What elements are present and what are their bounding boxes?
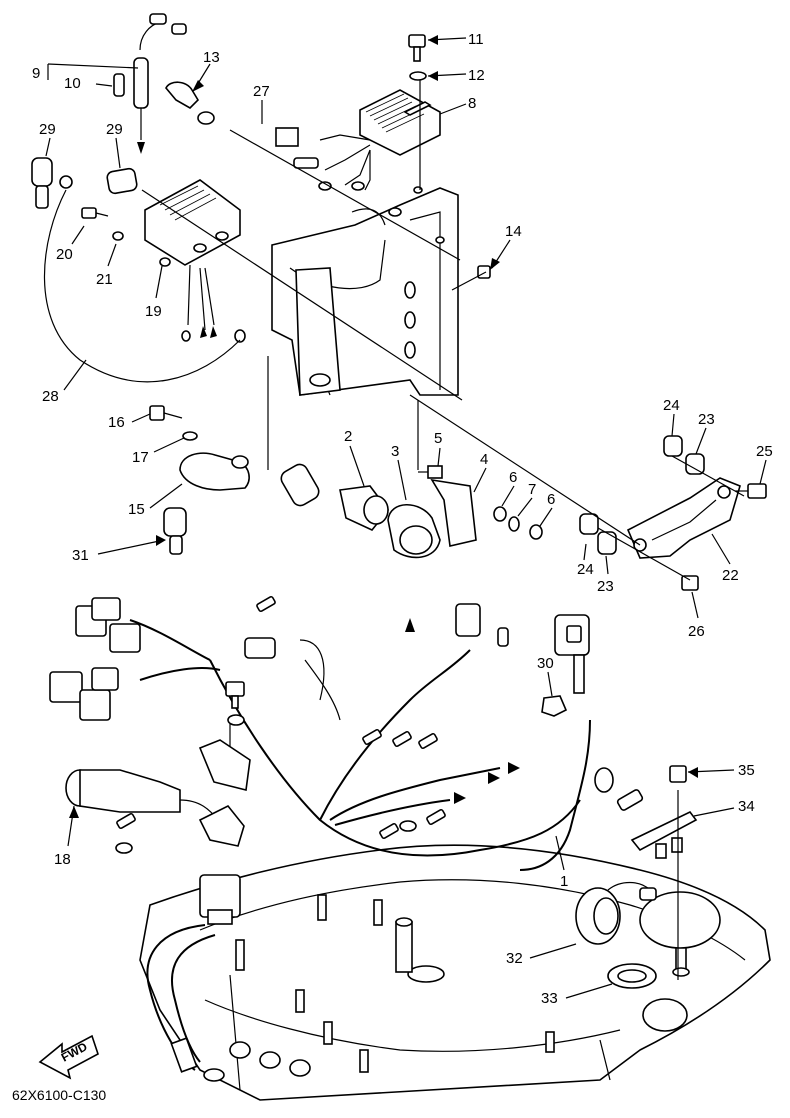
callout-numbers: 11 12 8 13 27 9 10 29 29 20 21 19 14 28 …: [32, 31, 773, 1007]
callout-27: 27: [253, 83, 270, 100]
callout-12: 12: [468, 67, 485, 84]
callout-18: 18: [54, 851, 71, 868]
callout-13: 13: [203, 49, 220, 66]
callout-29a: 29: [39, 121, 56, 138]
callout-35: 35: [738, 762, 755, 779]
bolt-washer-11-12: [408, 34, 427, 81]
callout-25: 25: [756, 443, 773, 460]
seal-33: [607, 963, 657, 989]
callout-14: 14: [505, 223, 522, 240]
callout-3: 3: [391, 443, 399, 460]
mounting-bracket-22: [579, 435, 767, 591]
wiring-harness: [49, 595, 644, 871]
bracket-34: [630, 810, 698, 859]
callout-33: 33: [541, 990, 558, 1007]
grommet-32: [575, 881, 657, 945]
clamp-assembly: [149, 405, 250, 491]
callout-5: 5: [434, 430, 442, 447]
callout-11: 11: [468, 31, 484, 48]
callout-1: 1: [560, 873, 568, 890]
callout-32: 32: [506, 950, 523, 967]
callout-29b: 29: [106, 121, 123, 138]
callout-7: 7: [528, 481, 536, 498]
callout-24a: 24: [663, 397, 680, 414]
callout-22: 22: [722, 567, 739, 584]
callout-34: 34: [738, 798, 755, 815]
callout-6b: 6: [547, 491, 555, 508]
callout-19: 19: [145, 303, 162, 320]
callout-21: 21: [96, 271, 113, 288]
switch-bracket-parts: [198, 681, 251, 847]
callout-26: 26: [688, 623, 705, 640]
bolt-35: [669, 765, 687, 783]
callout-10: 10: [64, 75, 81, 92]
fwd-arrow-icon: FWD: [38, 1034, 99, 1080]
callout-24b: 24: [577, 561, 594, 578]
figure-code: 62X6100-C130: [12, 1087, 106, 1103]
callout-15: 15: [128, 501, 145, 518]
callout-20: 20: [56, 246, 73, 263]
bolt-washer-20-21: [81, 207, 124, 241]
cap-31: [163, 507, 187, 555]
bottom-cowling: [139, 844, 771, 1101]
rectifier-regulator: [275, 89, 441, 191]
clip-30: [541, 695, 568, 717]
callout-31: 31: [72, 547, 89, 564]
callout-8: 8: [468, 95, 476, 112]
callout-23b: 23: [597, 578, 614, 595]
callout-16: 16: [108, 414, 125, 431]
fuse-holder: [113, 13, 215, 154]
ground-lead-28: [43, 189, 241, 383]
callout-9: 9: [32, 65, 40, 82]
callout-2: 2: [344, 428, 352, 445]
switch-and-cover: [280, 463, 477, 559]
terminal-caps: [31, 157, 138, 209]
callout-leaders: [45, 35, 767, 999]
callout-6a: 6: [509, 469, 517, 486]
switch-18: [65, 769, 219, 821]
callout-30: 30: [537, 655, 554, 672]
callout-28: 28: [42, 388, 59, 405]
electrical-bracket-housing: [271, 186, 459, 396]
callout-23a: 23: [698, 411, 715, 428]
callout-17: 17: [132, 449, 149, 466]
callout-4: 4: [480, 451, 488, 468]
hardware-5-6-7: [418, 465, 543, 540]
screw-14: [477, 265, 491, 279]
